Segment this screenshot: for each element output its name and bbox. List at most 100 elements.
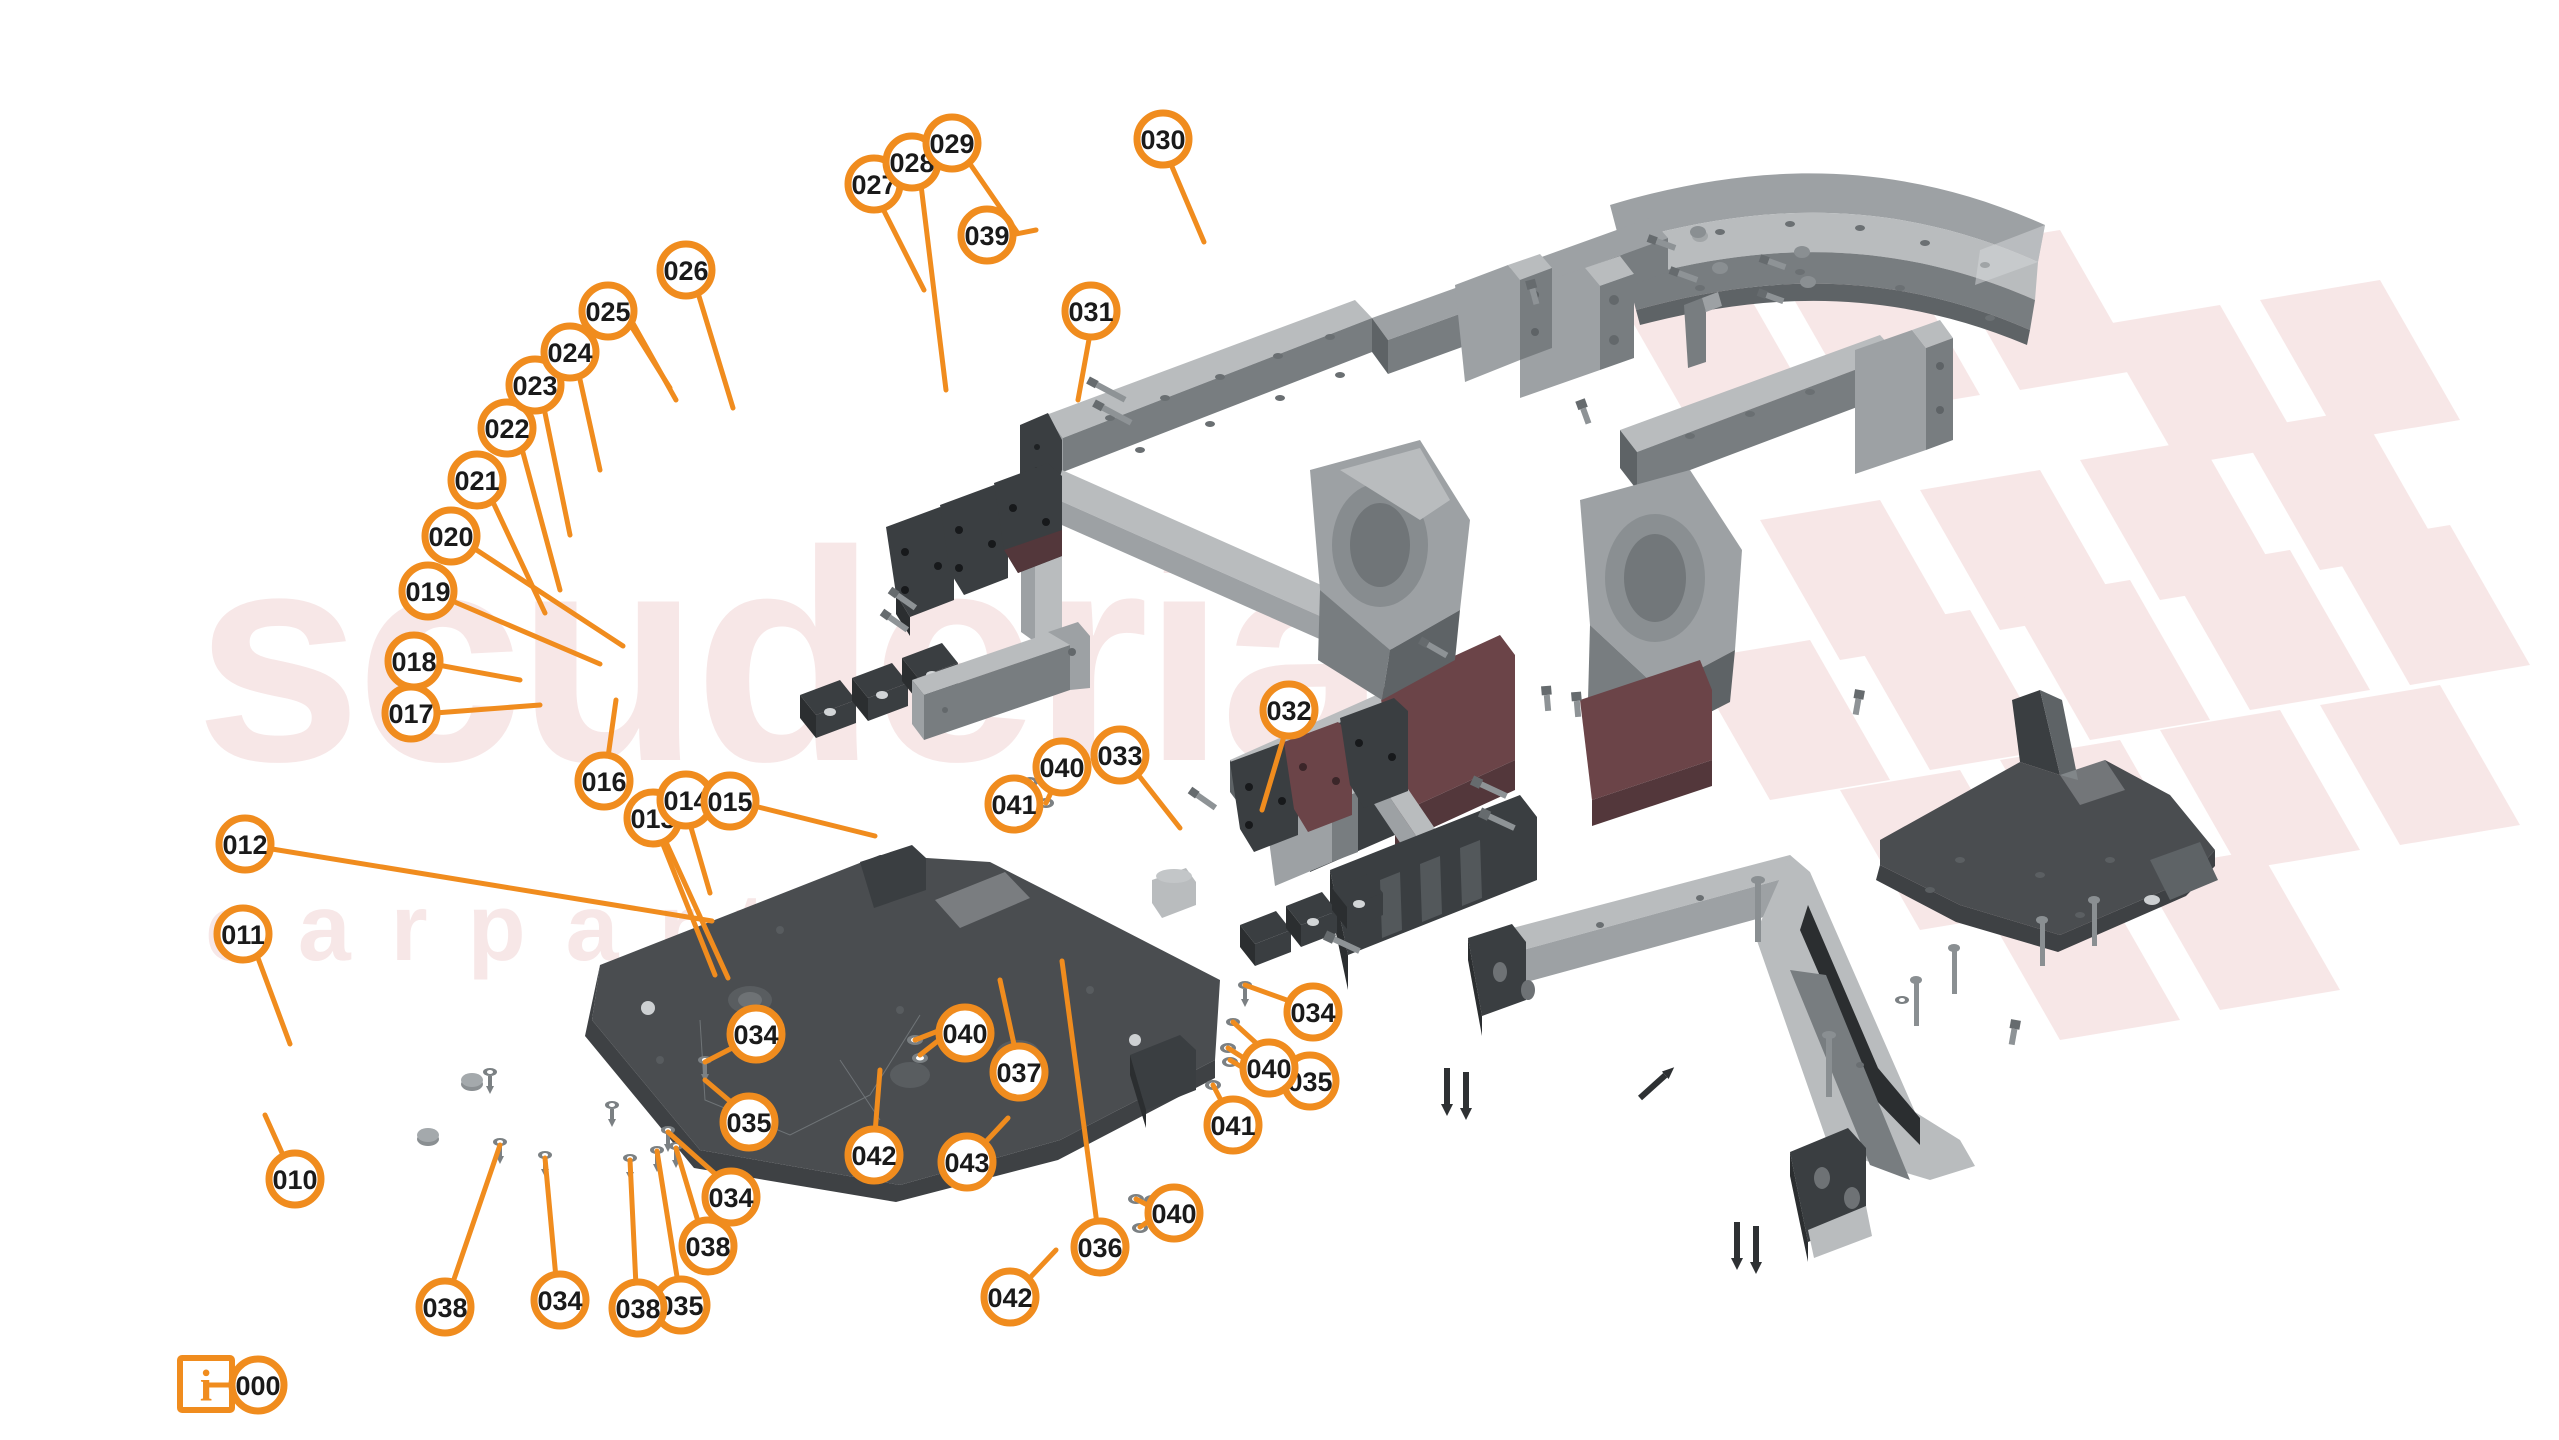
callout-label: 022 [484, 414, 529, 444]
callout-034c[interactable]: 034 [530, 1270, 590, 1330]
callout-038b[interactable]: 038 [608, 1278, 668, 1338]
part-chassis-main-frame [1020, 218, 1953, 990]
leader-line-038 [627, 1157, 639, 1289]
callout-bubble-shape [678, 1216, 738, 1276]
callout-label: 041 [1210, 1111, 1255, 1141]
info-marker-000[interactable]: i [177, 1355, 235, 1413]
callout-label: 037 [996, 1058, 1041, 1088]
callout-040[interactable]: 040 [1032, 737, 1092, 797]
callout-041b[interactable]: 041 [1203, 1095, 1263, 1155]
callout-034b[interactable]: 034 [701, 1167, 761, 1227]
leader-line-036 [1059, 958, 1100, 1227]
leader-line-028 [918, 182, 949, 393]
callout-024[interactable]: 024 [540, 322, 600, 382]
leader-line-023 [541, 405, 573, 538]
callout-bubble-shape [608, 1278, 668, 1338]
callout-label: 033 [1097, 741, 1142, 771]
callout-label: 024 [547, 338, 592, 368]
callout-040b[interactable]: 040 [935, 1003, 995, 1063]
callout-017[interactable]: 017 [381, 683, 441, 743]
callout-label: 042 [987, 1283, 1032, 1313]
leader-line-024 [576, 372, 603, 473]
callout-030[interactable]: 030 [1133, 109, 1193, 169]
callout-bubble-shape [447, 450, 507, 510]
callout-019[interactable]: 019 [398, 561, 458, 621]
callout-035[interactable]: 035 [719, 1092, 779, 1152]
callout-bubble-shape [265, 1149, 325, 1209]
callout-026[interactable]: 026 [656, 240, 716, 300]
leader-line-015 [751, 803, 878, 839]
callout-label: 018 [391, 647, 436, 677]
callout-034d[interactable]: 034 [1283, 982, 1343, 1042]
callout-bubble-shape [1203, 1095, 1263, 1155]
callout-023[interactable]: 023 [505, 355, 565, 415]
leader-line-030 [1167, 159, 1207, 245]
callout-label: 029 [929, 129, 974, 159]
callout-042[interactable]: 042 [844, 1125, 904, 1185]
callout-bubble-shape [922, 113, 982, 173]
callout-016[interactable]: 016 [574, 751, 634, 811]
callout-label: 040 [1151, 1199, 1196, 1229]
callout-bubble-shape [980, 1267, 1040, 1327]
callout-label: 040 [1039, 753, 1084, 783]
callout-label: 025 [585, 297, 630, 327]
callout-bubble-shape [984, 774, 1044, 834]
callout-bubble-shape [1133, 109, 1193, 169]
leader-line-025 [627, 315, 679, 403]
callout-label: 040 [1246, 1054, 1291, 1084]
callout-label: 040 [942, 1019, 987, 1049]
callout-043[interactable]: 043 [937, 1132, 997, 1192]
callout-label: 030 [1140, 125, 1185, 155]
leader-line-016 [605, 697, 619, 760]
callout-034[interactable]: 034 [726, 1004, 786, 1064]
callout-bubble-shape [935, 1003, 995, 1063]
leader-line-010 [262, 1112, 286, 1158]
leader-line-035 [654, 1148, 681, 1286]
callout-025[interactable]: 025 [578, 281, 638, 341]
callout-032[interactable]: 032 [1259, 680, 1319, 740]
callout-000[interactable]: 000 [228, 1355, 288, 1415]
callout-label: 019 [405, 577, 450, 607]
fastener-long-pins [1441, 1068, 1762, 1274]
callout-label: 041 [991, 790, 1036, 820]
callout-039[interactable]: 039 [957, 205, 1017, 265]
chassis-hub-casting [1310, 440, 1470, 700]
callout-042b[interactable]: 042 [980, 1267, 1040, 1327]
callout-020[interactable]: 020 [421, 506, 481, 566]
callout-036[interactable]: 036 [1070, 1217, 1130, 1277]
callout-bubble-shape [656, 240, 716, 300]
leader-line-038 [673, 1145, 703, 1231]
callout-011[interactable]: 011 [213, 904, 273, 964]
callout-021[interactable]: 021 [447, 450, 507, 510]
leader-line-031 [1075, 331, 1093, 403]
callout-040d[interactable]: 040 [1144, 1183, 1204, 1243]
callout-bubble-shape [1061, 281, 1121, 341]
callout-038[interactable]: 038 [415, 1277, 475, 1337]
callout-041[interactable]: 041 [984, 774, 1044, 834]
callout-018[interactable]: 018 [384, 631, 444, 691]
callout-bubble-shape [530, 1270, 590, 1330]
callout-010[interactable]: 010 [265, 1149, 325, 1209]
callout-031[interactable]: 031 [1061, 281, 1121, 341]
leader-line-034 [665, 1129, 725, 1183]
callout-label: 038 [685, 1232, 730, 1262]
leader-line-019 [447, 597, 603, 667]
leader-line-017 [432, 702, 543, 716]
callout-037[interactable]: 037 [989, 1042, 1049, 1102]
callout-029[interactable]: 029 [922, 113, 982, 173]
callout-040c[interactable]: 040 [1239, 1038, 1299, 1098]
callout-label: 034 [708, 1183, 753, 1213]
callout-label: 034 [733, 1020, 778, 1050]
callout-bubble-shape [989, 1042, 1049, 1102]
callout-022[interactable]: 022 [477, 398, 537, 458]
callout-012[interactable]: 012 [215, 814, 275, 874]
callout-label: 012 [222, 830, 267, 860]
callout-033[interactable]: 033 [1090, 725, 1150, 785]
callout-038c[interactable]: 038 [678, 1216, 738, 1276]
callout-015[interactable]: 015 [700, 771, 760, 831]
callout-bubble-shape [540, 322, 600, 382]
callout-bubble-shape [937, 1132, 997, 1192]
callout-bubble-shape [213, 904, 273, 964]
